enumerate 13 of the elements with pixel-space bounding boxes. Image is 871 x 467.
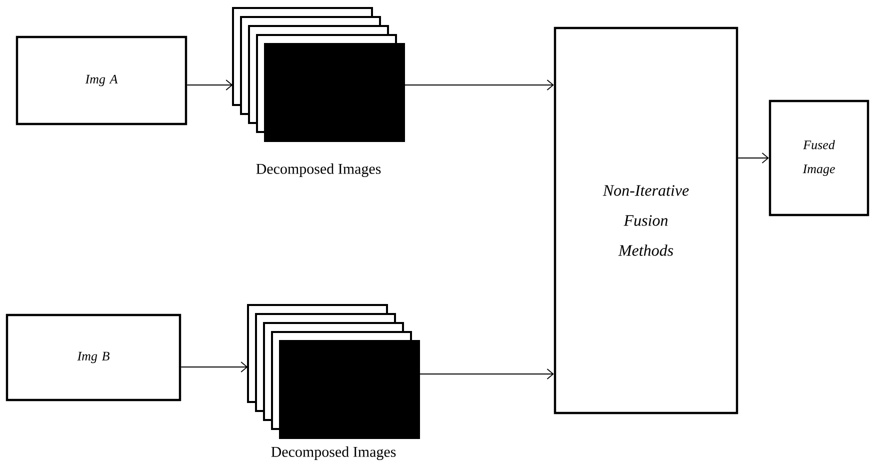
arrow bbox=[180, 362, 248, 372]
arrow bbox=[738, 152, 769, 164]
process-box: Non-Iterative Fusion Methods bbox=[554, 26, 738, 414]
image-stack-drawing bbox=[232, 7, 405, 142]
arrow bbox=[404, 80, 554, 90]
process-box: Fused Image bbox=[768, 100, 870, 216]
node-label: Decomposed Images bbox=[256, 163, 381, 178]
process-box: Img A bbox=[16, 36, 188, 126]
arrow bbox=[186, 80, 233, 90]
node-label: Decomposed Images bbox=[271, 446, 396, 460]
process-box: Img B bbox=[6, 314, 182, 402]
image-stack-drawing bbox=[247, 304, 420, 439]
arrow bbox=[418, 368, 554, 380]
